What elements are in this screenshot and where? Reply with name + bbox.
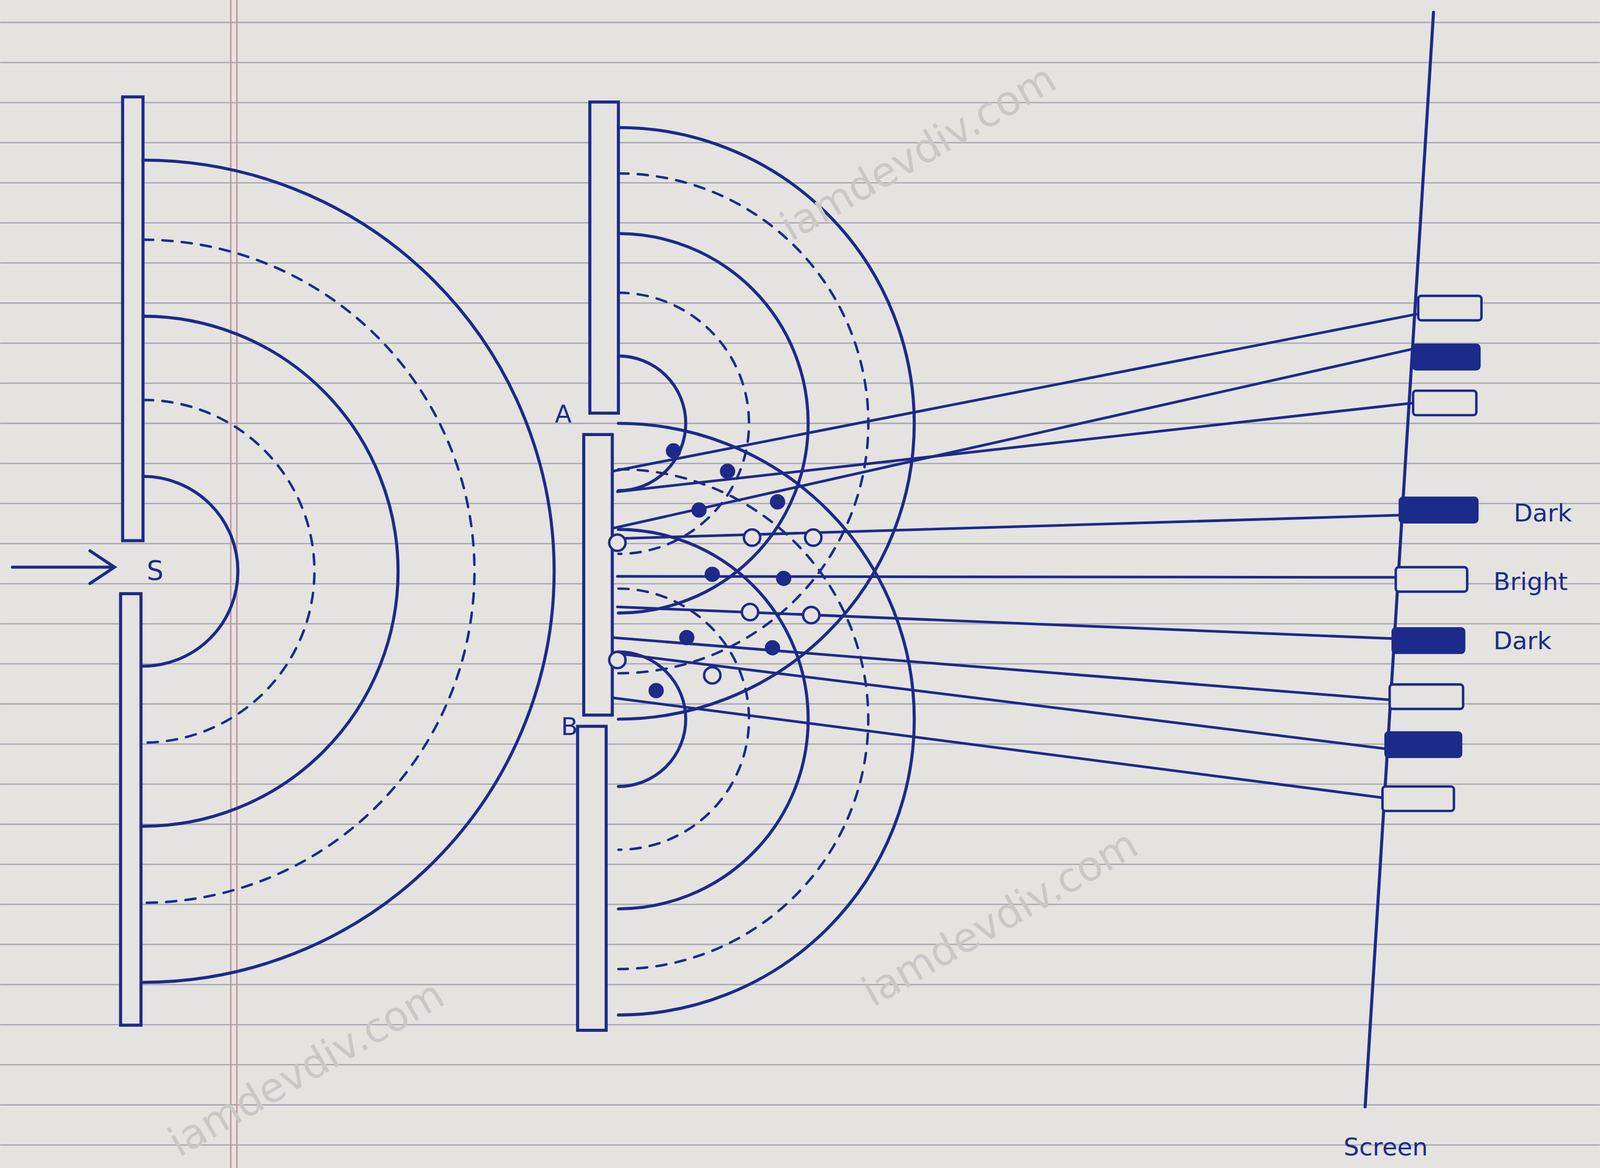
- destructive-point: [805, 529, 822, 546]
- destructive-point: [743, 529, 761, 546]
- path-line: [612, 652, 1386, 749]
- ruled-line: [0, 462, 1600, 465]
- ruled-line: [0, 302, 1600, 305]
- ruled-line: [0, 1064, 1600, 1066]
- trough-wavefront: [618, 173, 869, 674]
- path-line: [617, 606, 1393, 639]
- watermark: iamdevdiv.com: [774, 58, 1063, 249]
- incident-ray: [12, 565, 113, 569]
- ruled-line: [0, 382, 1600, 385]
- constructive-point: [721, 465, 734, 478]
- constructive-point: [692, 504, 705, 517]
- destructive-point: [609, 651, 626, 669]
- crest-wavefront: [618, 423, 915, 1016]
- path-line: [612, 697, 1383, 798]
- fringe-label: Bright: [1493, 569, 1568, 595]
- ruled-line: [0, 623, 1600, 625]
- dark-fringe: [1413, 345, 1480, 370]
- crest-wavefront: [142, 476, 238, 666]
- trough-wavefront: [142, 239, 475, 904]
- ruled-line: [0, 542, 1600, 545]
- path-line: [617, 576, 1396, 578]
- constructive-point: [771, 495, 784, 508]
- double-slit-drawing: [12, 12, 1482, 1107]
- path-line: [617, 403, 1414, 493]
- ruled-line: [0, 422, 1600, 425]
- ruled-line: [0, 21, 1600, 24]
- ruled-line: [0, 703, 1600, 705]
- slit-barrier: [577, 726, 607, 1031]
- ruled-line: [0, 823, 1600, 826]
- slit-label: B: [560, 714, 578, 739]
- slit-label: A: [554, 402, 572, 427]
- ruled-line: [0, 102, 1600, 104]
- path-line: [617, 515, 1400, 539]
- ruled-line: [0, 342, 1600, 344]
- fringe-label: Dark: [1493, 628, 1552, 654]
- ruled-line: [0, 141, 1600, 144]
- dark-fringe: [1400, 497, 1478, 523]
- crest-wavefront: [142, 316, 398, 827]
- constructive-point: [766, 641, 779, 654]
- crest-wavefront: [142, 160, 554, 983]
- ruled-line: [0, 583, 1600, 585]
- screen-line: [1364, 12, 1434, 1107]
- bright-fringe: [1413, 390, 1477, 416]
- ruled-line: [0, 783, 1600, 786]
- slit-barrier: [590, 102, 619, 414]
- screen-label: Screen: [1343, 1134, 1428, 1160]
- constructive-point: [650, 684, 663, 697]
- constructive-point: [777, 572, 790, 585]
- bright-fringe: [1418, 295, 1482, 321]
- destructive-point: [803, 606, 820, 624]
- ruled-line: [0, 983, 1600, 986]
- slit-barrier: [583, 434, 613, 716]
- constructive-point: [667, 445, 680, 458]
- destructive-point: [741, 603, 759, 620]
- fringe-label: Dark: [1513, 501, 1572, 526]
- crest-wavefront: [618, 127, 915, 720]
- ruled-line: [0, 903, 1600, 906]
- ruled-line: [0, 61, 1600, 64]
- bright-fringe: [1389, 684, 1463, 709]
- ruled-line: [0, 182, 1600, 184]
- slit-label: S: [146, 558, 164, 585]
- ruled-line: [0, 863, 1600, 866]
- dark-fringe: [1392, 628, 1464, 653]
- ruled-line: [0, 262, 1600, 264]
- watermark: iamdevdiv.com: [161, 973, 451, 1164]
- destructive-point: [704, 667, 721, 684]
- trough-wavefront: [142, 400, 315, 743]
- path-line: [612, 637, 1390, 700]
- arrow-head: [90, 550, 115, 584]
- ruled-line: [0, 1024, 1600, 1026]
- path-line: [612, 348, 1414, 529]
- ruled-line: [0, 943, 1600, 946]
- bright-fringe: [1382, 786, 1454, 811]
- dark-fringe: [1385, 732, 1461, 758]
- trough-wavefront: [618, 469, 869, 970]
- constructive-point: [706, 568, 719, 581]
- destructive-point: [609, 534, 626, 551]
- constructive-point: [680, 631, 693, 644]
- trough-wavefront: [618, 588, 749, 850]
- margin-line: [229, 0, 232, 1168]
- ruled-line: [0, 502, 1600, 505]
- slit-barrier: [122, 96, 143, 541]
- crest-wavefront: [618, 651, 686, 787]
- paper-rules: [0, 22, 1600, 1146]
- slit-barrier: [120, 593, 141, 1026]
- bright-fringe: [1395, 567, 1468, 592]
